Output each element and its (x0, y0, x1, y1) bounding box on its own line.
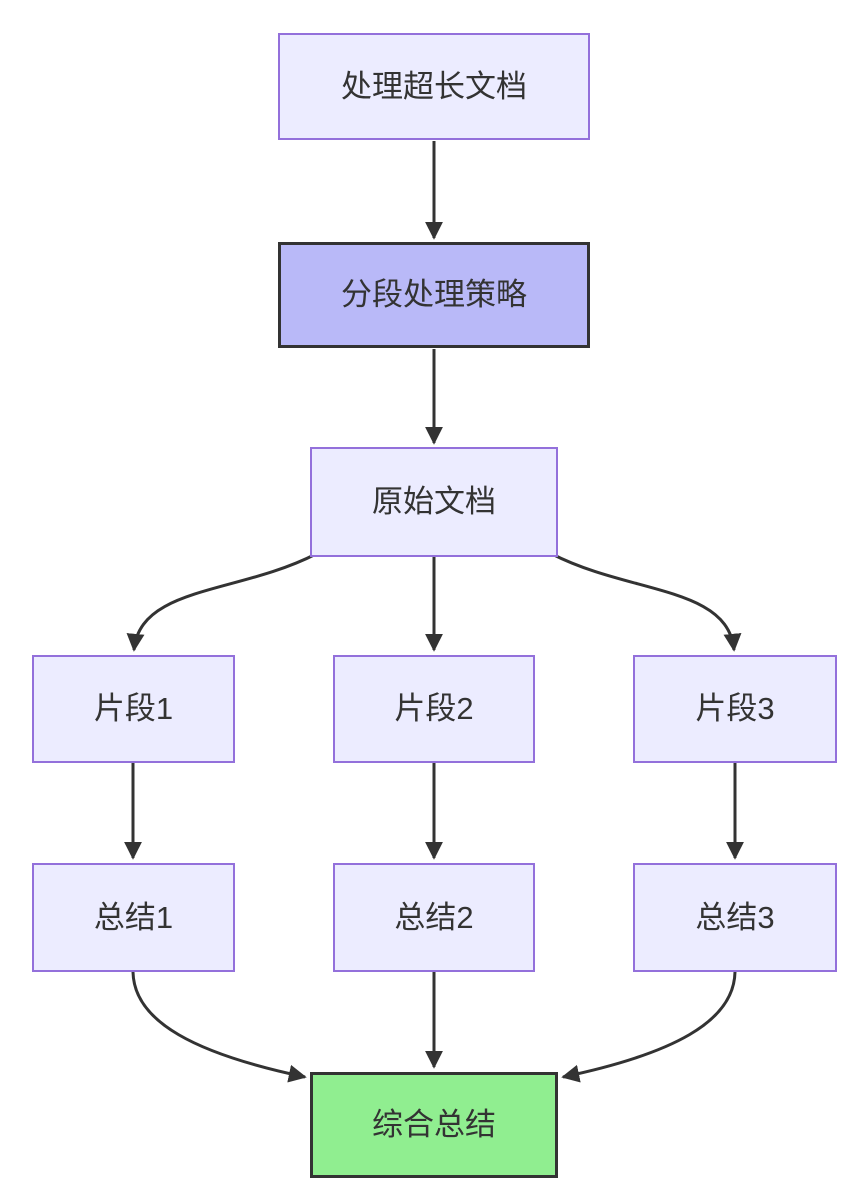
node-sum3: 总结3 (633, 863, 837, 972)
node-sum1-label: 总结1 (93, 899, 174, 935)
node-final: 综合总结 (310, 1072, 558, 1178)
node-sum1: 总结1 (32, 863, 235, 972)
node-final-label: 综合总结 (372, 1107, 496, 1143)
edge-doc-seg1 (126, 552, 317, 652)
node-root: 处理超长文档 (278, 33, 590, 140)
node-seg3-label: 片段3 (695, 691, 775, 727)
node-strategy: 分段处理策略 (278, 242, 590, 348)
node-seg1-label: 片段1 (93, 691, 174, 727)
node-sum3-label: 总结3 (695, 899, 775, 935)
edge-doc-seg3 (551, 552, 742, 652)
edge-sum3-final (561, 971, 737, 1083)
node-root-label: 处理超长文档 (341, 68, 527, 104)
node-seg2: 片段2 (333, 655, 535, 763)
node-seg1: 片段1 (32, 655, 235, 763)
node-sum2-label: 总结2 (394, 899, 474, 935)
node-doc-label: 原始文档 (372, 484, 496, 520)
node-strategy-label: 分段处理策略 (341, 277, 527, 313)
node-doc: 原始文档 (310, 447, 558, 557)
node-seg2-label: 片段2 (394, 691, 474, 727)
node-sum2: 总结2 (333, 863, 535, 972)
node-seg3: 片段3 (633, 655, 837, 763)
edge-sum1-final (131, 971, 307, 1083)
